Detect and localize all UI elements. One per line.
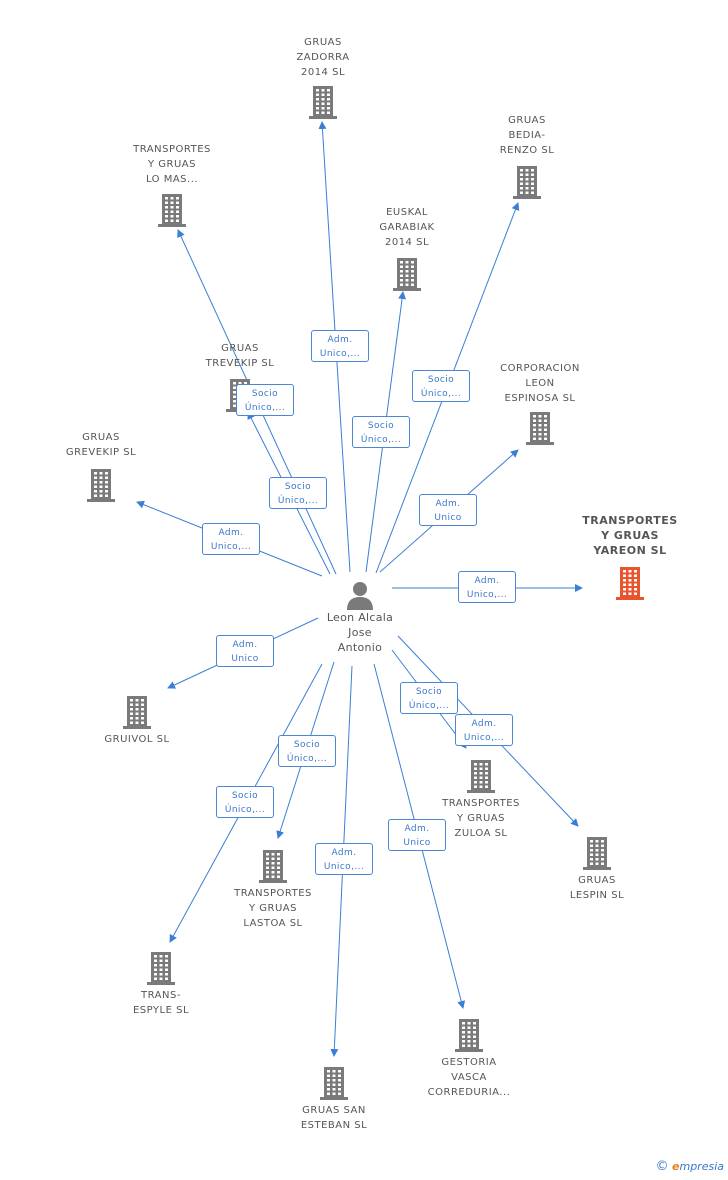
center-person-name: Leon Alcala Jose Antonio bbox=[326, 611, 394, 654]
company-node-gruivol[interactable] bbox=[121, 695, 153, 733]
company-node-sanesteban[interactable] bbox=[318, 1066, 350, 1104]
copyright-symbol: © bbox=[655, 1159, 669, 1174]
building-icon bbox=[513, 166, 541, 199]
company-label-wrap-zuloa: TRANSPORTES Y GRUAS ZULOA SL bbox=[411, 796, 551, 841]
company-label-gestoria[interactable]: GESTORIA VASCA CORREDURIA... bbox=[427, 1057, 511, 1098]
edge-label-espyle[interactable]: Socio Único,... bbox=[216, 786, 274, 818]
company-label-wrap-lomas: TRANSPORTES Y GRUAS LO MAS... bbox=[102, 142, 242, 187]
company-label-corporacion[interactable]: CORPORACION LEON ESPINOSA SL bbox=[500, 363, 580, 404]
building-icon bbox=[526, 412, 554, 445]
company-label-lomas[interactable]: TRANSPORTES Y GRUAS LO MAS... bbox=[133, 144, 211, 185]
company-label-gruivol[interactable]: GRUIVOL SL bbox=[104, 734, 170, 745]
building-icon bbox=[158, 194, 186, 227]
brand-footer[interactable]: © empresia bbox=[656, 1159, 724, 1174]
company-node-zuloa[interactable] bbox=[465, 759, 497, 797]
brand-logo-e: e bbox=[672, 1160, 680, 1173]
company-label-wrap-bediarenzo: GRUAS BEDIA- RENZO SL bbox=[457, 113, 597, 158]
company-label-trevekip[interactable]: GRUAS TREVEKIP SL bbox=[205, 343, 275, 369]
company-label-wrap-yareon: TRANSPORTES Y GRUAS YAREON SL bbox=[560, 513, 700, 558]
edge-label-gestoria[interactable]: Adm. Unico bbox=[388, 819, 446, 851]
company-node-grevekip[interactable] bbox=[85, 468, 117, 506]
edge-label-lespin[interactable]: Adm. Unico,... bbox=[455, 714, 513, 746]
company-label-wrap-sanesteban: GRUAS SAN ESTEBAN SL bbox=[264, 1103, 404, 1133]
building-icon bbox=[309, 86, 337, 119]
company-label-wrap-espyle: TRANS- ESPYLE SL bbox=[91, 988, 231, 1018]
building-icon bbox=[320, 1067, 348, 1100]
company-label-euskal[interactable]: EUSKAL GARABIAK 2014 SL bbox=[379, 207, 435, 248]
building-icon bbox=[616, 567, 644, 600]
company-node-bediarenzo[interactable] bbox=[511, 165, 543, 203]
company-label-wrap-trevekip: GRUAS TREVEKIP SL bbox=[170, 341, 310, 371]
company-label-lastoa[interactable]: TRANSPORTES Y GRUAS LASTOA SL bbox=[234, 888, 312, 929]
company-label-espyle[interactable]: TRANS- ESPYLE SL bbox=[132, 990, 190, 1016]
company-node-lastoa[interactable] bbox=[257, 849, 289, 887]
company-node-zadorra[interactable] bbox=[307, 85, 339, 123]
building-icon bbox=[259, 850, 287, 883]
building-icon bbox=[87, 469, 115, 502]
company-label-wrap-lespin: GRUAS LESPIN SL bbox=[527, 873, 667, 903]
building-icon bbox=[393, 258, 421, 291]
edge-label-trevekip[interactable]: Socio Único,... bbox=[269, 477, 327, 509]
company-node-yareon[interactable] bbox=[614, 566, 646, 604]
company-node-euskal[interactable] bbox=[391, 257, 423, 295]
center-person-node[interactable]: Leon Alcala Jose Antonio bbox=[300, 580, 420, 655]
edge-label-lastoa[interactable]: Socio Único,... bbox=[278, 735, 336, 767]
edge-label-corporacion[interactable]: Adm. Unico bbox=[419, 494, 477, 526]
company-label-bediarenzo[interactable]: GRUAS BEDIA- RENZO SL bbox=[499, 115, 555, 156]
edge-label-euskal[interactable]: Socio Único,... bbox=[352, 416, 410, 448]
company-label-zuloa[interactable]: TRANSPORTES Y GRUAS ZULOA SL bbox=[442, 798, 520, 839]
building-icon bbox=[147, 952, 175, 985]
company-label-wrap-zadorra: GRUAS ZADORRA 2014 SL bbox=[253, 35, 393, 80]
building-icon bbox=[455, 1019, 483, 1052]
company-label-wrap-euskal: EUSKAL GARABIAK 2014 SL bbox=[337, 205, 477, 250]
company-label-sanesteban[interactable]: GRUAS SAN ESTEBAN SL bbox=[300, 1105, 368, 1131]
company-label-wrap-gestoria: GESTORIA VASCA CORREDURIA... bbox=[399, 1055, 539, 1100]
company-node-corporacion[interactable] bbox=[524, 411, 556, 449]
brand-logo-text: mpresia bbox=[679, 1160, 724, 1173]
edge-label-zadorra[interactable]: Adm. Unico,... bbox=[311, 330, 369, 362]
edge-label-yareon[interactable]: Adm. Unico,... bbox=[458, 571, 516, 603]
company-node-lomas[interactable] bbox=[156, 193, 188, 231]
company-label-wrap-corporacion: CORPORACION LEON ESPINOSA SL bbox=[470, 361, 610, 406]
company-label-grevekip[interactable]: GRUAS GREVEKIP SL bbox=[65, 432, 137, 458]
company-node-espyle[interactable] bbox=[145, 951, 177, 989]
company-label-lespin[interactable]: GRUAS LESPIN SL bbox=[569, 875, 625, 901]
building-icon bbox=[583, 837, 611, 870]
building-icon bbox=[467, 760, 495, 793]
edge-label-zuloa[interactable]: Socio Único,... bbox=[400, 682, 458, 714]
edge-label-bediarenzo[interactable]: Socio Único,... bbox=[412, 370, 470, 402]
building-icon bbox=[123, 696, 151, 729]
company-label-wrap-gruivol: GRUIVOL SL bbox=[67, 732, 207, 747]
edge-label-lomas[interactable]: Socio Único,... bbox=[236, 384, 294, 416]
edge-label-sanesteban[interactable]: Adm. Unico,... bbox=[315, 843, 373, 875]
company-node-lespin[interactable] bbox=[581, 836, 613, 874]
company-label-wrap-lastoa: TRANSPORTES Y GRUAS LASTOA SL bbox=[203, 886, 343, 931]
edge-label-gruivol[interactable]: Adm. Unico bbox=[216, 635, 274, 667]
company-label-wrap-grevekip: GRUAS GREVEKIP SL bbox=[31, 430, 171, 460]
company-node-gestoria[interactable] bbox=[453, 1018, 485, 1056]
company-label-zadorra[interactable]: GRUAS ZADORRA 2014 SL bbox=[296, 37, 350, 78]
person-icon bbox=[347, 582, 373, 610]
edge-label-grevekip[interactable]: Adm. Unico,... bbox=[202, 523, 260, 555]
company-label-yareon[interactable]: TRANSPORTES Y GRUAS YAREON SL bbox=[582, 514, 678, 557]
